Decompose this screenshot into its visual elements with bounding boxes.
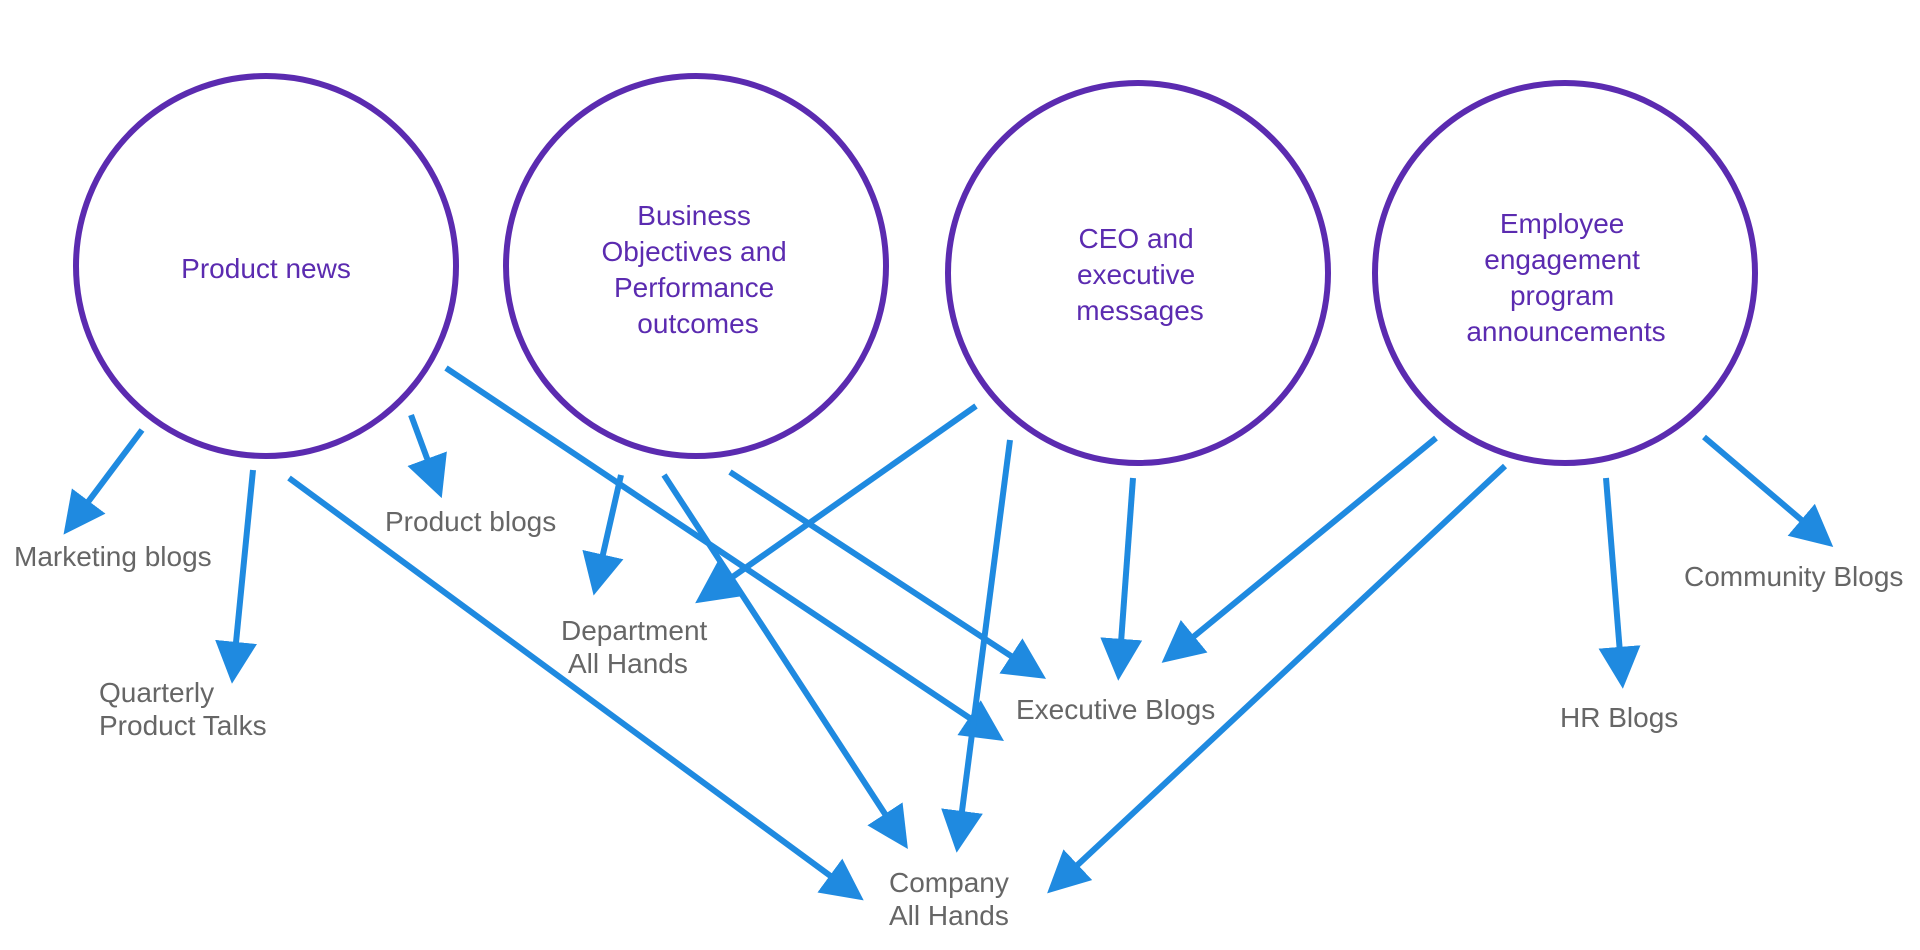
channel-line: Marketing blogs <box>14 541 212 572</box>
arrow-business-objectives-to-company-all-hands <box>661 473 908 850</box>
channel-line: All Hands <box>568 648 688 679</box>
channel-line: Product blogs <box>385 506 556 537</box>
connection-arrows <box>63 365 1834 901</box>
channel-label-department-all-hands: Department All Hands <box>561 615 715 679</box>
arrow-ceo-messages-to-company-all-hands <box>941 439 1013 853</box>
topic-line: messages <box>1076 295 1204 326</box>
topic-line: program <box>1510 280 1614 311</box>
topic-line: Performance <box>614 272 774 303</box>
arrow-product-news-to-quarterly-product-talks <box>215 469 257 684</box>
arrow-business-objectives-to-department-all-hands <box>582 474 624 596</box>
topic-circle-employee-engagement <box>1372 80 1758 466</box>
topic-line: outcomes <box>637 308 758 339</box>
arrow-ceo-messages-to-executive-blogs <box>1100 477 1143 681</box>
channel-label-community-blogs: Community Blogs <box>1684 561 1903 592</box>
arrow-product-news-to-product-blogs <box>407 413 447 499</box>
topic-line: Employee <box>1500 208 1625 239</box>
topic-label-ceo-messages: CEO and executive messages <box>1076 223 1204 326</box>
topic-label-business-objectives: Business Objectives and Performance outc… <box>602 200 795 339</box>
channel-line: HR Blogs <box>1560 702 1678 733</box>
channel-line: All Hands <box>889 900 1009 931</box>
topic-line: engagement <box>1484 244 1640 275</box>
channel-line: Product Talks <box>99 710 267 741</box>
channel-label-company-all-hands: Company All Hands <box>889 867 1017 931</box>
topic-line: Product news <box>181 253 351 284</box>
topic-label-product-news: Product news <box>181 253 351 284</box>
channel-line: Quarterly <box>99 677 214 708</box>
arrow-product-news-to-company-all-hands <box>287 475 864 901</box>
channel-line: Community Blogs <box>1684 561 1903 592</box>
channel-label-quarterly-product-talks: Quarterly Product Talks <box>99 677 267 741</box>
topic-line: Objectives and <box>602 236 787 267</box>
channel-line: Executive Blogs <box>1016 694 1215 725</box>
topic-line: Business <box>637 200 751 231</box>
topic-line: announcements <box>1466 316 1665 347</box>
arrow-ceo-messages-to-department-all-hands <box>695 403 978 604</box>
channel-label-executive-blogs: Executive Blogs <box>1016 694 1215 725</box>
arrow-employee-engagement-to-executive-blogs <box>1161 435 1438 663</box>
topic-circle-business-objectives <box>503 73 889 459</box>
topic-circle-product-news <box>73 73 459 459</box>
topic-label-employee-engagement: Employee engagement program announcement… <box>1466 208 1665 347</box>
arrow-product-news-to-marketing-blogs <box>63 428 145 535</box>
channel-line: Company <box>889 867 1009 898</box>
arrow-employee-engagement-to-company-all-hands <box>1047 463 1508 894</box>
channel-line: Department <box>561 615 708 646</box>
topic-circle-ceo-messages <box>945 80 1331 466</box>
topic-line: executive <box>1077 259 1195 290</box>
channel-label-marketing-blogs: Marketing blogs <box>14 541 212 572</box>
channel-label-product-blogs: Product blogs <box>385 506 556 537</box>
arrow-employee-engagement-to-community-blogs <box>1702 434 1834 548</box>
arrow-product-news-to-executive-blogs <box>444 365 1004 742</box>
topic-line: CEO and <box>1079 223 1194 254</box>
channel-label-hr-blogs: HR Blogs <box>1560 702 1678 733</box>
arrow-employee-engagement-to-hr-blogs <box>1598 477 1641 689</box>
